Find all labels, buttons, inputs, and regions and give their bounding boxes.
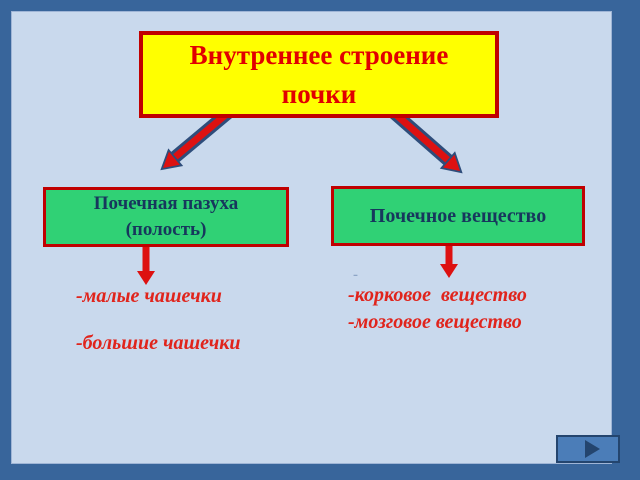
play-next-icon [584, 440, 600, 458]
arrow-right-box-to-list [440, 242, 458, 278]
right-list-item-medulla: -мозговое вещество [348, 311, 522, 333]
right-term-box: Почечное вещество [331, 186, 585, 246]
left-list-item-large-calyces: -большие чашечки [76, 332, 241, 354]
next-slide-button[interactable] [556, 435, 620, 463]
left-list-item-small-calyces: -малые чашечки [76, 285, 222, 307]
slide-canvas: Внутреннее строение почки Почечная пазух… [11, 11, 620, 464]
arrow-title-to-left-box [160, 107, 234, 171]
right-list-item-cortex: -корковое вещество [348, 284, 527, 306]
left-term-text: Почечная пазуха (полость) [93, 193, 239, 240]
left-term-box: Почечная пазуха (полость) [43, 187, 289, 247]
stray-dash-text: - [353, 267, 358, 283]
right-term-text: Почечное вещество [369, 205, 547, 227]
arrow-left-box-to-list [137, 242, 155, 285]
arrow-title-to-right-box [388, 107, 463, 174]
title-text: Внутреннее строение почки [189, 39, 449, 109]
title-box: Внутреннее строение почки [139, 31, 499, 118]
arrows-layer [137, 107, 463, 285]
